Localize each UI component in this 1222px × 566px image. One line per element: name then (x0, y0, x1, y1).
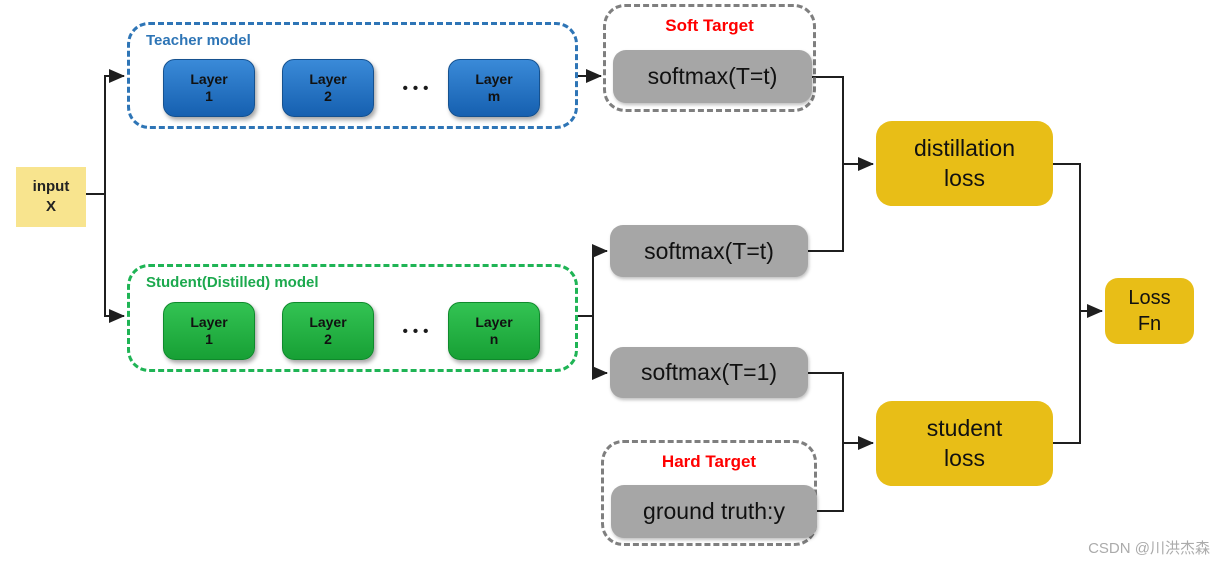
teacher-layer-2: Layer 2 (282, 59, 374, 117)
layer-number: n (489, 331, 499, 347)
distillation-loss-line2: loss (944, 164, 985, 191)
layer-number: 1 (205, 88, 213, 104)
layer-label: Layer (190, 314, 228, 331)
student-ellipsis: ••• (402, 322, 434, 340)
layer-label: Layer (309, 71, 347, 88)
layer-number: 2 (324, 331, 332, 347)
watermark: CSDN @川洪杰森 (1088, 540, 1210, 557)
input-label-line1: input (32, 177, 70, 195)
loss-fn-line1: Loss (1128, 287, 1171, 309)
distillation-loss-box: distillation loss (876, 121, 1053, 206)
layer-label: Layer (190, 71, 228, 88)
layer-label: Layer (475, 314, 513, 331)
student-loss-line2: loss (944, 444, 985, 471)
arrow-input-to-student (104, 194, 125, 323)
arrow-student-to-softmax-t (592, 244, 608, 316)
student-layer-2: Layer 2 (282, 302, 374, 360)
student-loss-box: student loss (876, 401, 1053, 486)
hard-target-group: Hard Target ground truth:y (601, 440, 817, 546)
input-box: input X (16, 167, 86, 227)
layer-number: m (487, 88, 501, 104)
soft-target-title: Soft Target (665, 16, 754, 35)
soft-target-group: Soft Target softmax(T=t) (603, 4, 816, 112)
arrow-input-to-teacher (104, 69, 125, 194)
layer-label: Layer (475, 71, 513, 88)
input-label-line2: X (45, 198, 56, 215)
arrow-student-to-softmax-1 (592, 316, 608, 380)
teacher-model-title: Teacher model (146, 32, 251, 49)
student-layer-n: Layer n (448, 302, 540, 360)
distillation-loss-line1: distillation (914, 134, 1015, 161)
student-loss-line1: student (926, 414, 1003, 441)
softmax-teacher-box: softmax(T=t) (613, 50, 812, 103)
loss-fn-line2: Fn (1137, 313, 1162, 335)
teacher-ellipsis: ••• (402, 79, 434, 97)
teacher-layer-m: Layer m (448, 59, 540, 117)
line-loss-join (1053, 163, 1081, 444)
ground-truth-box: ground truth:y (611, 485, 817, 538)
layer-number: 1 (205, 331, 213, 347)
layer-number: 2 (324, 88, 332, 104)
hard-target-title: Hard Target (661, 452, 757, 471)
teacher-model-group: Teacher model Layer 1 Layer 2 ••• Layer … (127, 22, 578, 129)
layer-label: Layer (309, 314, 347, 331)
softmax-student-t-box: softmax(T=t) (610, 225, 808, 277)
student-model-title: Student(Distilled) model (146, 274, 319, 291)
softmax-student-1-box: softmax(T=1) (610, 347, 808, 398)
teacher-layer-1: Layer 1 (163, 59, 255, 117)
line-softmax-join-top (808, 76, 844, 252)
student-layer-1: Layer 1 (163, 302, 255, 360)
loss-fn-box: Loss Fn (1105, 278, 1194, 344)
student-model-group: Student(Distilled) model Layer 1 Layer 2… (127, 264, 578, 372)
